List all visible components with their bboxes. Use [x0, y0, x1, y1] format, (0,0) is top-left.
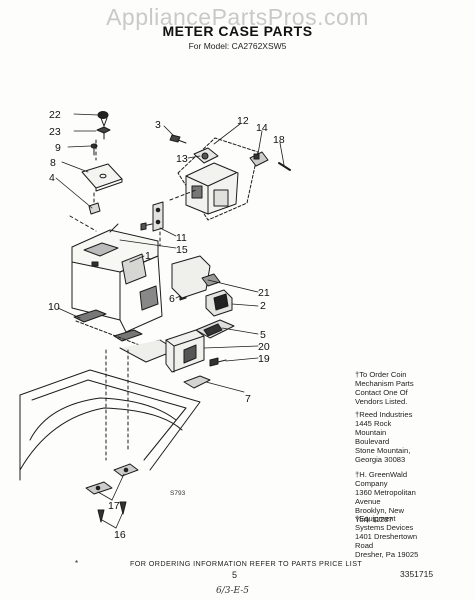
part-5-slide — [195, 319, 235, 339]
callout-3: 3 — [155, 119, 161, 131]
model-number: For Model: CA2762XSW5 — [188, 41, 287, 51]
ordering-information: FOR ORDERING INFORMATION REFER TO PARTS … — [130, 559, 363, 568]
callout-21: 21 — [258, 287, 270, 299]
callout-13: 13 — [176, 153, 188, 165]
part-19-screw — [209, 357, 227, 367]
part-1-meter-case — [71, 229, 163, 333]
callout-9: 9 — [55, 142, 61, 154]
note-vendor-reed: †Reed Industries 1445 Rock Mountain Boul… — [355, 410, 413, 464]
callout-11: 11 — [176, 232, 187, 244]
footer-marker: * — [75, 559, 79, 568]
document-part-number: 3351715 — [400, 569, 434, 579]
part-4-bracket — [88, 202, 101, 215]
part-13-coin-slide — [193, 147, 219, 164]
part-7-strip — [183, 375, 211, 389]
part-8-cover-plate — [81, 163, 123, 192]
part-2-coin-acceptor — [205, 289, 233, 317]
part-18-pin — [278, 162, 291, 171]
callout-6: 6 — [169, 293, 175, 305]
callout-16: 16 — [114, 529, 126, 541]
part-12-meter-box — [177, 137, 259, 221]
page-number: 5 — [232, 570, 238, 580]
callout-8: 8 — [50, 157, 56, 169]
part-10-bottom-plate — [73, 309, 177, 363]
callout-2: 2 — [260, 300, 266, 312]
callout-18: 18 — [273, 134, 285, 146]
note-coin-mechanism: †To Order Coin Mechanism Parts Contact O… — [355, 370, 414, 406]
callout-4: 4 — [49, 172, 55, 184]
part-16-screws — [97, 501, 127, 523]
callout-23: 23 — [49, 126, 61, 138]
callout-12: 12 — [237, 115, 249, 127]
handwritten-note: 6/3-E-5 — [216, 586, 250, 596]
diagram-code: S793 — [170, 490, 186, 497]
note-vendor-equipment-systems: †Equipment Systems Devices 1401 Dreshert… — [355, 514, 419, 559]
part-3-screw — [169, 134, 187, 144]
callout-19: 19 — [258, 353, 270, 365]
part-11-bracket — [140, 201, 164, 232]
callout-20: 20 — [258, 341, 270, 353]
callout-labels: 22 23 9 8 4 3 12 14 18 13 11 15 1 6 21 2… — [48, 109, 285, 541]
part-20-coin-box — [165, 329, 205, 373]
callout-7: 7 — [245, 393, 251, 405]
callout-10: 10 — [48, 301, 60, 313]
callout-1: 1 — [145, 250, 151, 262]
page-title: METER CASE PARTS — [162, 23, 313, 39]
part-14-latch — [249, 151, 269, 167]
part-23-clip — [96, 126, 111, 140]
note-vendor-greenwald: †H. GreenWald Company 1360 Metropolitan … — [355, 470, 416, 524]
leader-lines — [55, 113, 285, 529]
callout-22: 22 — [49, 109, 61, 121]
washer-top-outline — [19, 369, 201, 481]
callout-15: 15 — [176, 244, 188, 256]
callout-17: 17 — [108, 500, 120, 512]
callout-14: 14 — [256, 122, 268, 134]
part-22-knob — [97, 111, 109, 127]
part-21-bracket — [171, 255, 221, 299]
callout-5: 5 — [260, 329, 266, 341]
part-17-feet — [85, 463, 139, 495]
